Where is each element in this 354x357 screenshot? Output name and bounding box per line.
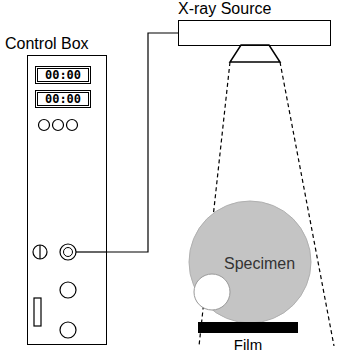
cable-socket — [60, 244, 76, 260]
beam-collimator — [230, 45, 280, 62]
specimen-label: Specimen — [224, 200, 312, 273]
film-sheet — [198, 322, 298, 333]
indicator-lamp — [53, 120, 64, 131]
control-knob — [60, 282, 76, 298]
control-box: Control Box 00:00 00:00 — [5, 35, 110, 345]
control-box-outline: 00:00 00:00 — [27, 55, 107, 345]
power-switch — [34, 298, 41, 326]
timer-display: 00:00 — [35, 90, 91, 108]
xray-source-box: X-ray Source — [178, 0, 331, 46]
display-digits: 00:00 — [45, 93, 81, 105]
indicator-lamp — [67, 120, 78, 131]
switch-knob — [39, 245, 40, 259]
cable — [76, 251, 106, 252]
film: Film — [198, 322, 298, 353]
switch-knob — [33, 245, 47, 259]
cable-socket — [64, 248, 73, 257]
heading-label: Control Box — [5, 35, 110, 53]
xray-source-box-outline — [178, 20, 331, 46]
specimen: Specimen — [188, 200, 312, 324]
cable — [107, 33, 178, 252]
film-label: Film — [198, 336, 298, 353]
indicator-lamp — [39, 120, 50, 131]
control-knob — [60, 322, 76, 338]
timer-display: 00:00 — [35, 66, 91, 84]
specimen-body — [189, 201, 311, 323]
heading-label: X-ray Source — [178, 0, 331, 18]
display-digits: 00:00 — [45, 69, 81, 81]
specimen-void — [194, 274, 230, 310]
